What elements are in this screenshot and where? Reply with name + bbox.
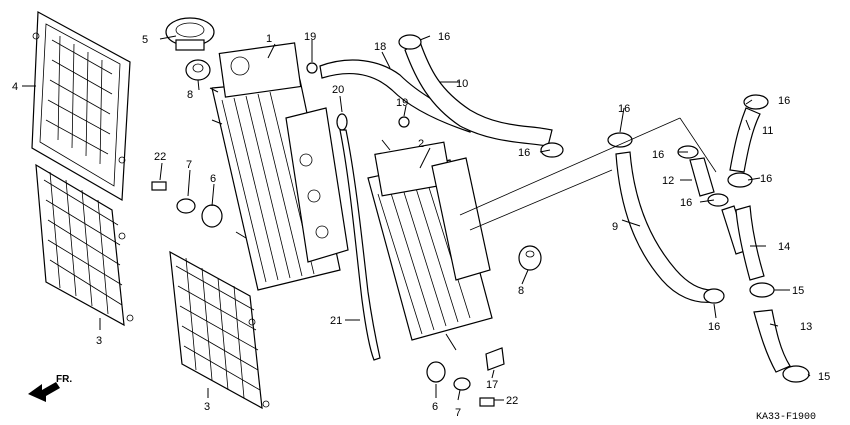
callout-16g: 16 [680,197,692,209]
callout-16c: 16 [618,103,630,115]
callout-6a: 6 [210,173,216,185]
callout-17: 17 [486,379,498,391]
collar-7-upper [176,198,196,214]
clamp-16-12-bottom [707,193,729,207]
clamp-15-upper [749,282,775,298]
clamp-16-9-top [607,132,633,148]
radiator-grille-left [35,163,134,327]
bracket-17 [485,347,505,371]
overflow-tube-21 [339,129,381,361]
callout-3a: 3 [96,335,102,347]
clamp-16-mid [540,142,564,158]
callout-9: 9 [612,221,618,233]
leader-lines [22,35,811,401]
grommet-lower [518,245,542,271]
direction-label: FR. [56,374,72,385]
hose-clamp-19-lower [398,116,410,128]
callout-3b: 3 [204,401,210,413]
front-direction-arrow [28,382,60,402]
callout-1: 1 [266,33,272,45]
callout-21: 21 [330,315,342,327]
callout-6b: 6 [432,401,438,413]
callout-22b: 22 [506,395,518,407]
hose-clamp-19-upper [306,62,318,74]
radiator-grille-right [169,250,270,410]
callout-19b: 19 [396,97,408,109]
callout-19a: 19 [304,31,316,43]
callout-12: 12 [662,175,674,187]
breather-clip-20 [336,113,348,131]
radiator-hose-11 [729,107,761,173]
callout-13: 13 [800,321,812,333]
callout-16e: 16 [778,95,790,107]
clamp-15-lower [782,365,810,383]
clamp-16-9-bottom [703,288,725,304]
callout-15b: 15 [818,371,830,383]
callout-5: 5 [142,34,148,46]
callout-22a: 22 [154,151,166,163]
callout-7a: 7 [186,159,192,171]
clamp-16-top [398,34,422,50]
callout-16a: 16 [438,31,450,43]
collar-7-lower [453,377,471,391]
guide-lines [459,117,717,231]
clamp-16-11-top [743,94,769,110]
radiator-left [209,42,349,291]
radiator-right [367,139,493,351]
callout-15a: 15 [792,285,804,297]
callout-16b: 16 [518,147,530,159]
clamp-16-11-bottom [727,172,753,188]
bolt-22-lower [479,397,495,407]
callout-8a: 8 [187,89,193,101]
grommet-6-upper [201,204,223,228]
radiator-louver [31,11,131,202]
radiator-cap [165,17,215,51]
callout-14: 14 [778,241,790,253]
grommet-6-lower [426,361,446,383]
callout-16h: 16 [708,321,720,333]
callout-11: 11 [762,125,773,137]
callout-4: 4 [12,81,18,93]
water-joint-14 [721,205,765,281]
callout-2: 2 [418,138,424,150]
callout-7b: 7 [455,407,461,419]
callout-10: 10 [456,78,468,90]
radiator-hose-10 [404,41,553,147]
part-code: KA33-F1900 [756,412,816,423]
radiator-hose-13 [753,309,791,373]
callout-8b: 8 [518,285,524,297]
grommet-upper [185,59,211,81]
callout-16d: 16 [652,149,664,161]
callout-20: 20 [332,84,344,96]
callout-18: 18 [374,41,386,53]
callout-16f: 16 [760,173,772,185]
water-pipe-12 [689,157,715,197]
bolt-22-upper [151,181,167,191]
